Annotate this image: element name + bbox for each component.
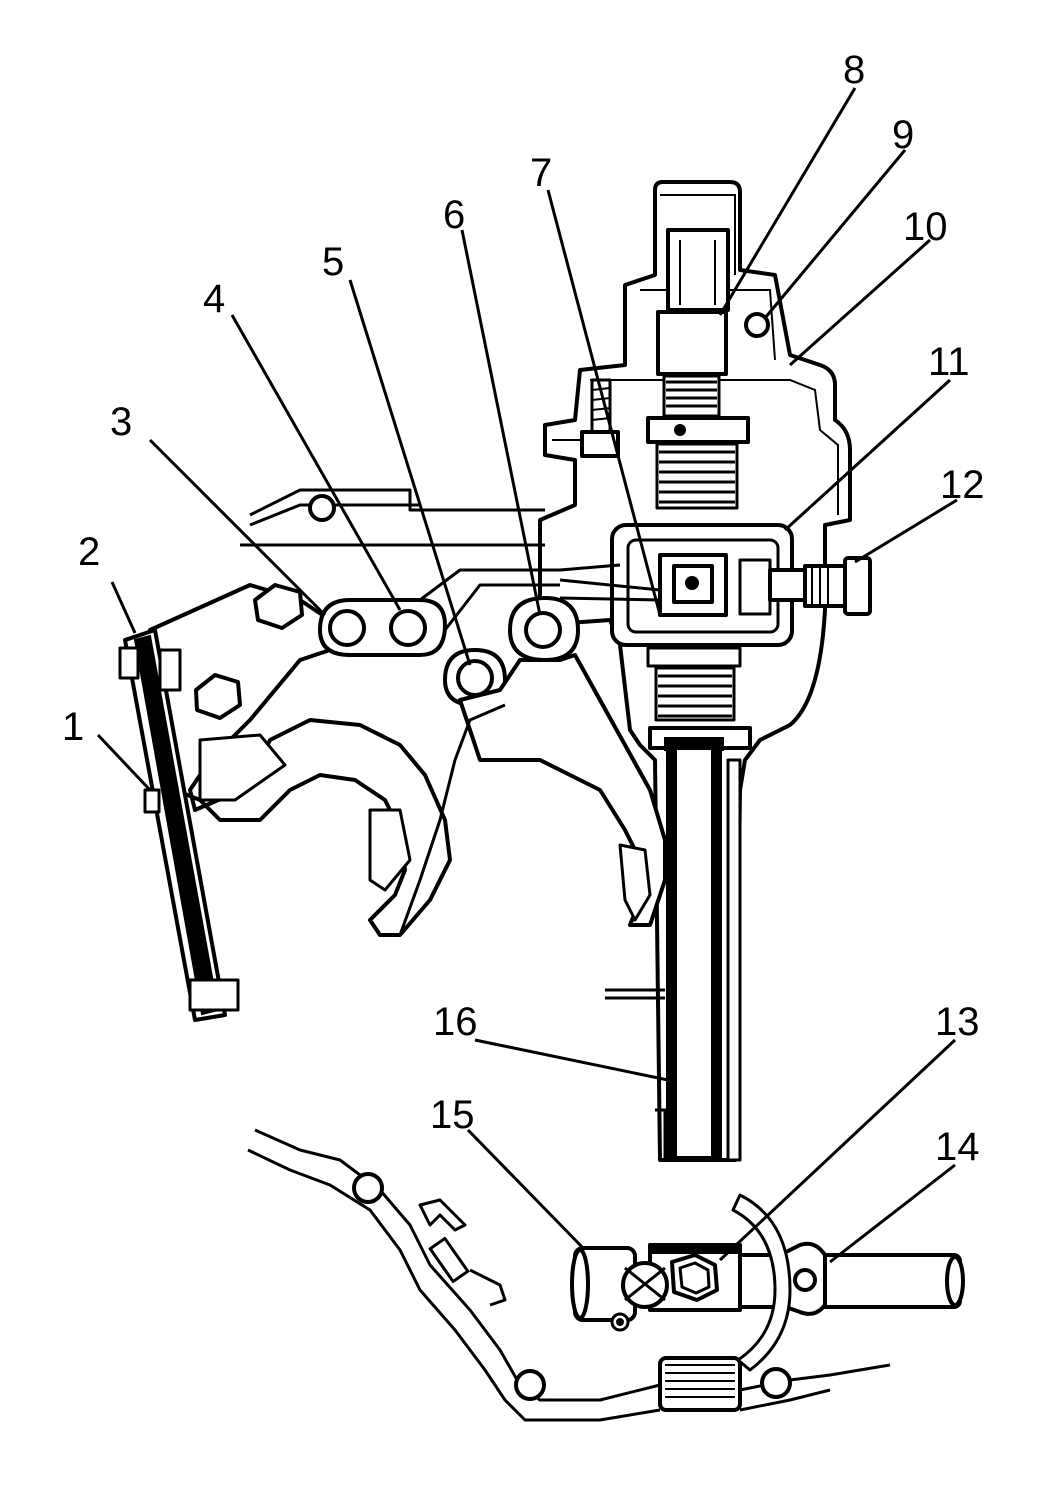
callout-8: 8 [843,48,865,92]
callout-6: 6 [443,193,465,237]
leader-6 [460,229,542,616]
detent-cage [559,523,794,647]
leader-16 [474,1038,669,1082]
side-bolt [768,556,872,616]
leader-15 [466,1128,587,1252]
leader-5 [348,279,472,666]
lower-linkage-arm [247,1128,661,1422]
universal-joint [570,1246,669,1332]
guide-rails [605,988,667,1160]
leader-7 [546,189,662,616]
upper-spring [646,374,750,510]
upper-rail-bracket [240,488,545,547]
leader-14 [829,1163,956,1264]
vent-hole [744,312,770,338]
lower-linkage-right [658,1356,891,1412]
cross-shaft [728,1241,965,1316]
leader-9 [763,149,907,319]
callout-15: 15 [430,1093,475,1137]
leader-10 [789,238,931,367]
leader-3 [148,438,327,617]
callout-5: 5 [322,240,344,284]
leader-4 [230,314,402,611]
callout-labels: 1 2 3 4 5 6 7 8 9 10 11 12 13 14 15 16 [62,48,985,1169]
leader-1 [96,733,152,792]
callout-13: 13 [935,1000,980,1044]
callout-12: 12 [940,463,985,507]
callout-11: 11 [928,340,970,384]
callout-9: 9 [892,113,914,157]
leader-2 [110,581,137,634]
callout-1: 1 [62,705,84,749]
leader-8 [718,87,857,316]
bracket-bolts [194,583,304,720]
shift-shaft [648,726,752,1162]
callout-4: 4 [203,277,225,321]
leader-11 [783,378,952,532]
shift-arc [731,1193,792,1372]
plunger-cap [656,228,730,376]
selector-plate [118,628,240,1022]
lower-spring [646,646,742,722]
shift-fork-middle [398,653,667,936]
leader-13 [718,1038,957,1262]
callout-3: 3 [110,400,132,444]
callout-16: 16 [433,1000,478,1044]
callout-7: 7 [530,151,552,195]
callout-10: 10 [903,205,948,249]
leader-12 [854,498,958,564]
shift-fork-left [148,583,452,937]
callout-2: 2 [78,530,100,574]
leader-lines [96,87,958,1264]
callout-14: 14 [935,1125,980,1169]
